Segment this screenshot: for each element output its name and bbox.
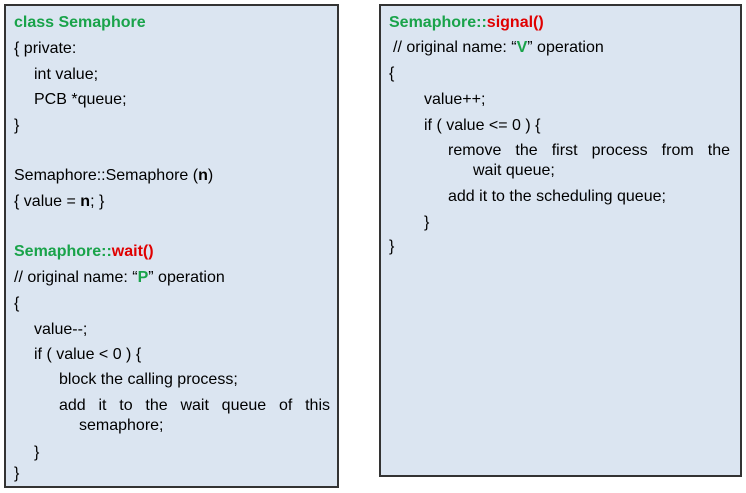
- wait-code-panel: class Semaphore { private: int value; PC…: [4, 4, 339, 488]
- signal-if-line: if ( value <= 0 ) {: [424, 117, 541, 134]
- wait-open-brace: {: [14, 295, 20, 312]
- pcb-queue-line: PCB *queue;: [34, 91, 127, 108]
- signal-comment-letter: V: [516, 39, 528, 56]
- class-declaration: class Semaphore: [14, 13, 146, 33]
- class-keyword: class Semaphore: [14, 14, 146, 31]
- add-wait-queue-line-2: semaphore;: [79, 417, 164, 434]
- constructor-arg: n: [198, 167, 208, 184]
- wait-if-close-brace: }: [34, 444, 40, 461]
- signal-function-name: signal(): [486, 14, 544, 31]
- block-line: block the calling process;: [59, 371, 238, 388]
- remove-process-line-1: remove the first process from the: [448, 142, 730, 159]
- constructor-body: { value = n; }: [14, 192, 104, 212]
- int-value-line: int value;: [34, 66, 99, 83]
- signal-open-brace: {: [389, 65, 395, 82]
- signal-comment-suffix: ” operation: [527, 39, 604, 56]
- signal-class-name: Semaphore::: [389, 14, 487, 31]
- class-close-brace: }: [14, 117, 20, 134]
- wait-class-name: Semaphore::: [14, 243, 112, 260]
- value-increment-line: value++;: [424, 91, 486, 108]
- add-wait-queue-line-1: add it to the wait queue of this: [59, 397, 330, 414]
- constructor-line: Semaphore::Semaphore (n): [14, 166, 213, 186]
- wait-comment-suffix: ” operation: [148, 269, 225, 286]
- add-scheduling-queue-line: add it to the scheduling queue;: [448, 188, 666, 205]
- signal-close-brace: }: [389, 238, 395, 255]
- signal-comment: // original name: “V” operation: [393, 38, 604, 58]
- value-decrement-line: value--;: [34, 321, 88, 338]
- init-suffix: ; }: [90, 193, 105, 210]
- private-line: { private:: [14, 40, 77, 57]
- wait-comment-letter: P: [137, 269, 149, 286]
- constructor-prefix: Semaphore::Semaphore (: [14, 167, 199, 184]
- constructor-suffix: ): [207, 167, 214, 184]
- wait-comment-prefix: // original name: “: [14, 269, 138, 286]
- signal-comment-prefix: // original name: “: [393, 39, 517, 56]
- init-arg: n: [80, 193, 91, 210]
- wait-close-brace: }: [14, 465, 20, 482]
- wait-comment: // original name: “P” operation: [14, 268, 225, 288]
- wait-if-line: if ( value < 0 ) {: [34, 346, 142, 363]
- signal-code-panel: Semaphore::signal() // original name: “V…: [379, 4, 742, 477]
- wait-function-name: wait(): [111, 243, 154, 260]
- signal-heading: Semaphore::signal(): [389, 13, 544, 33]
- init-prefix: { value =: [14, 193, 81, 210]
- remove-process-line-2: wait queue;: [473, 162, 555, 179]
- wait-heading: Semaphore::wait(): [14, 242, 154, 262]
- signal-if-close-brace: }: [424, 214, 430, 231]
